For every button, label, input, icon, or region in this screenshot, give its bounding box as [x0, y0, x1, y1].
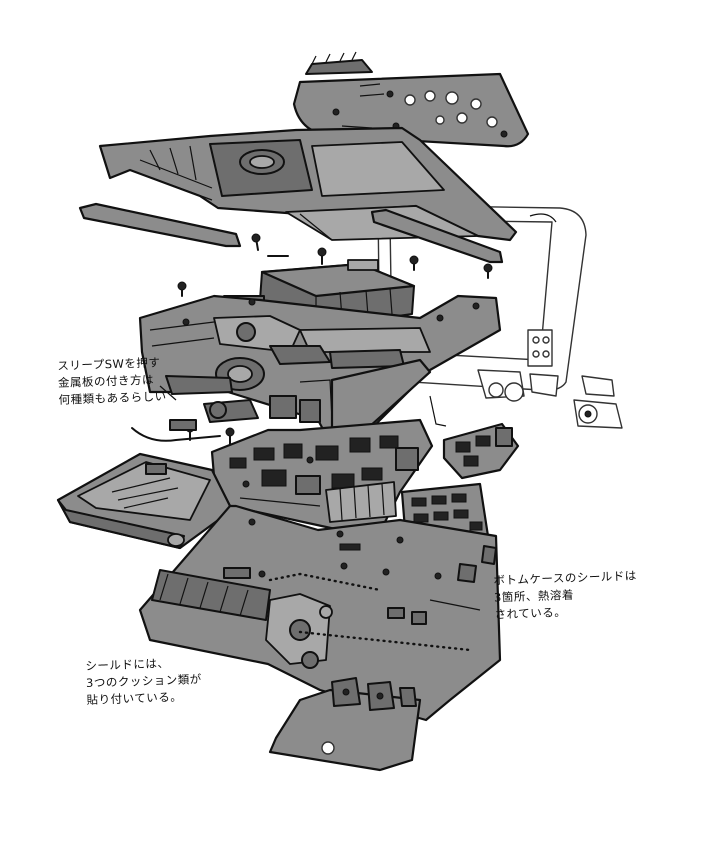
- right-side-bar: [370, 208, 504, 264]
- left-side-bar: [78, 202, 242, 248]
- leader-lines: [159, 385, 177, 401]
- display-hinge-right: [573, 375, 623, 429]
- battery: [56, 452, 234, 550]
- display-hinge-left: [429, 369, 559, 427]
- main-chassis-frame: [131, 294, 502, 448]
- daughter-board: [442, 422, 520, 480]
- bottom-case-shield-annotation: ボトムケースのシールドは 3箇所、熱溶着 されている。: [493, 568, 638, 622]
- bottom-lower-panel: [268, 677, 422, 772]
- logic-board: [210, 418, 434, 532]
- shield-cushion-annotation: シールドには、 3つのクッション類が 貼り付いている。: [85, 656, 203, 708]
- sleep-switch-annotation: スリープSWを押す 金属板の付き方は 何種類もあるらしい: [57, 355, 167, 407]
- bottom-case-shield: [138, 504, 502, 722]
